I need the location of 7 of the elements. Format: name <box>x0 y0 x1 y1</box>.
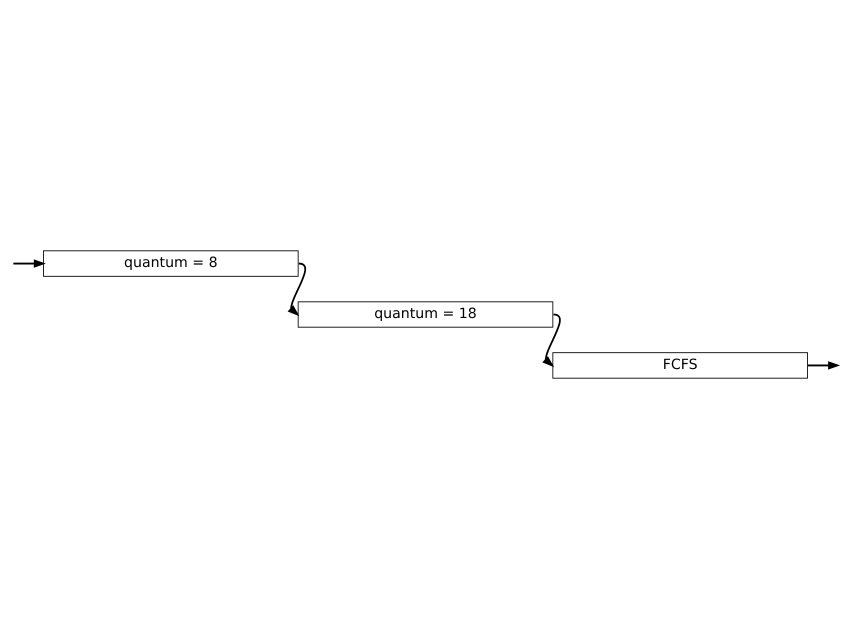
node-box: quantum = 18 <box>298 300 554 328</box>
node-box: FCFS <box>552 352 808 378</box>
arrow <box>13 258 46 268</box>
arrow <box>542 313 561 367</box>
arrow <box>808 360 840 370</box>
arrow <box>288 262 306 316</box>
node-box: quantum = 8 <box>43 250 299 276</box>
